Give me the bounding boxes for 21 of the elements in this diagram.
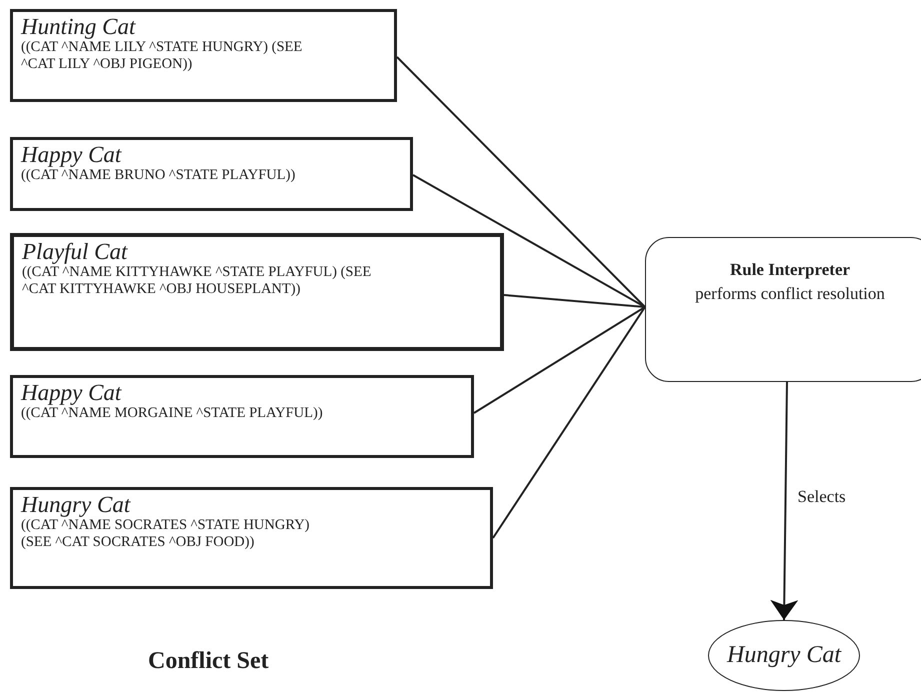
arrow <box>770 382 798 620</box>
rule-name: Happy Cat <box>21 142 123 167</box>
rule-conditions: ((CAT ^NAME SOCRATES ^STATE HUNGRY) (SEE ^CAT SOCRATES ^OBJ FOOD)) <box>21 517 311 551</box>
rule-name: Playful Cat <box>22 239 129 264</box>
interpreter-box <box>645 237 921 382</box>
rule-conditions: ((CAT ^NAME LILY ^STATE HUNGRY) (SEE ^CAT LILY ^OBJ PIGEON)) <box>21 39 304 73</box>
connector-line <box>504 294 646 308</box>
rule-conditions: ((CAT ^NAME KITTYHAWKE ^STATE PLAYFUL) (SEE ^CAT KITTYHAWKE ^OBJ HOUSEPLANT)) <box>22 264 372 298</box>
rule-name: Hunting Cat <box>21 14 137 39</box>
connector-line <box>492 306 646 539</box>
rule-conditions: ((CAT ^NAME BRUNO ^STATE PLAYFUL)) <box>21 167 296 184</box>
connector-line <box>473 306 646 414</box>
rule-name: Rule Interpreter <box>728 259 852 281</box>
rule-name: Hungry Cat <box>727 642 841 669</box>
rule-conditions: ((CAT ^NAME MORGAINE ^STATE PLAYFUL)) <box>21 405 324 422</box>
rule-name: Hungry Cat <box>21 492 132 517</box>
caption-text: Conflict Set <box>148 648 269 675</box>
rule-name: Happy Cat <box>21 380 123 405</box>
connector-line <box>396 56 646 308</box>
description-text: performs conflict resolution <box>694 283 886 305</box>
connector-line <box>412 174 646 308</box>
